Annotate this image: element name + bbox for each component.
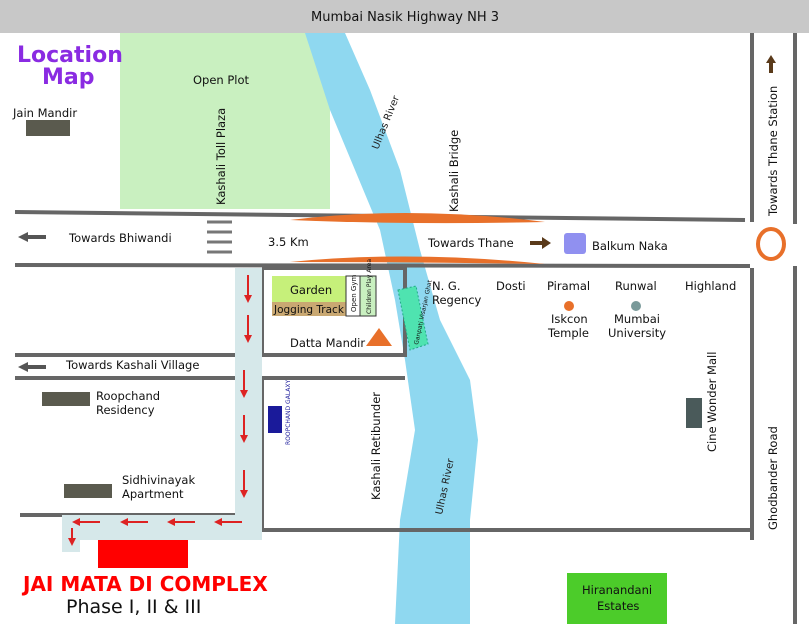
towards-bhiwandi-label: Towards Bhiwandi (68, 231, 172, 245)
hiranandani-label-2: Estates (597, 599, 639, 613)
arrow-up-icon (766, 55, 776, 73)
piramal-label: Piramal (547, 279, 590, 293)
ulhas-river (305, 33, 478, 624)
open-plot-label: Open Plot (193, 73, 250, 87)
toll-plaza-label: Kashali Toll Plaza (214, 108, 228, 205)
arrow-left-icon (18, 362, 46, 372)
jain-mandir-marker (26, 120, 70, 136)
roopchand-galaxy-marker (268, 406, 282, 433)
highland-label: Highland (685, 279, 736, 293)
university-marker (631, 301, 641, 311)
legend-title-line2: Map (42, 65, 95, 90)
cine-wonder-mall-marker (686, 398, 702, 428)
garden-area (272, 276, 346, 302)
dosti-label: Dosti (496, 279, 526, 293)
jogging-track-label: Jogging Track (273, 304, 345, 316)
kashali-bridge-bottom (290, 256, 545, 264)
cine-wonder-mall-label: Cine Wonder Mall (705, 352, 719, 452)
highway-bar (0, 0, 809, 33)
university-label-1: Mumbai (614, 312, 660, 326)
garden-label: Garden (290, 283, 332, 297)
legend-title-line1: Location (17, 43, 123, 68)
university-label-2: University (608, 326, 666, 340)
open-plot-area (120, 33, 330, 209)
sidhivinayak-marker (64, 484, 112, 498)
route-arrows (68, 275, 252, 546)
jogging-track-area (272, 302, 346, 316)
children-play-label: Children Play Area (366, 259, 373, 314)
ng-regency-label-2: Regency (432, 293, 482, 307)
roopchand-residency-label-2: Residency (96, 403, 155, 417)
ganpati-ghat-area (397, 285, 429, 351)
project-name: JAI MATA DI COMPLEX (21, 572, 268, 596)
towards-thane-label: Towards Thane (427, 236, 514, 250)
towards-kashali-village-label: Towards Kashali Village (65, 358, 199, 372)
sidhivinayak-label-2: Apartment (122, 487, 184, 501)
iskcon-label-2: Temple (547, 326, 589, 340)
hiranandani-marker (567, 573, 667, 624)
hiranandani-label-1: Hiranandani (582, 583, 652, 597)
jain-mandir-label: Jain Mandir (12, 106, 77, 120)
project-phase: Phase I, II & III (66, 596, 201, 618)
access-road (62, 268, 262, 552)
junction-circle (756, 227, 786, 261)
runwal-label: Runwal (615, 279, 657, 293)
children-play-area (359, 275, 377, 317)
ng-regency-label-1: N. G. (432, 279, 460, 293)
datta-mandir-label: Datta Mandir (290, 336, 365, 350)
roopchand-residency-label-1: Roopchand (96, 389, 160, 403)
balkum-naka-marker (564, 233, 586, 254)
highway-label: Mumbai Nasik Highway NH 3 (311, 10, 499, 25)
temple-icon (366, 328, 392, 346)
towards-thane-station-label: Towards Thane Station (766, 86, 780, 217)
open-gym-label: Open Gym (350, 275, 358, 312)
arrow-left-icon (18, 232, 46, 242)
kashali-bridge-top (290, 212, 545, 224)
ghodbander-road-label: Ghodbander Road (766, 426, 780, 530)
project-site-marker (98, 540, 188, 568)
kashali-retibunder-label: Kashali Retibunder (369, 392, 383, 500)
iskcon-marker (564, 301, 574, 311)
arrow-right-icon (530, 237, 551, 249)
distance-label: 3.5 Km (268, 235, 309, 249)
toll-plaza-icon (207, 220, 232, 254)
sidhivinayak-label-1: Sidhivinayak (122, 473, 195, 487)
roopchand-galaxy-label: ROOPCHAND GALAXY (285, 379, 292, 445)
iskcon-label-1: Iskcon (551, 312, 588, 326)
kashali-bridge-label: Kashali Bridge (447, 130, 461, 212)
balkum-naka-label: Balkum Naka (592, 239, 668, 253)
roopchand-residency-marker (42, 392, 90, 406)
